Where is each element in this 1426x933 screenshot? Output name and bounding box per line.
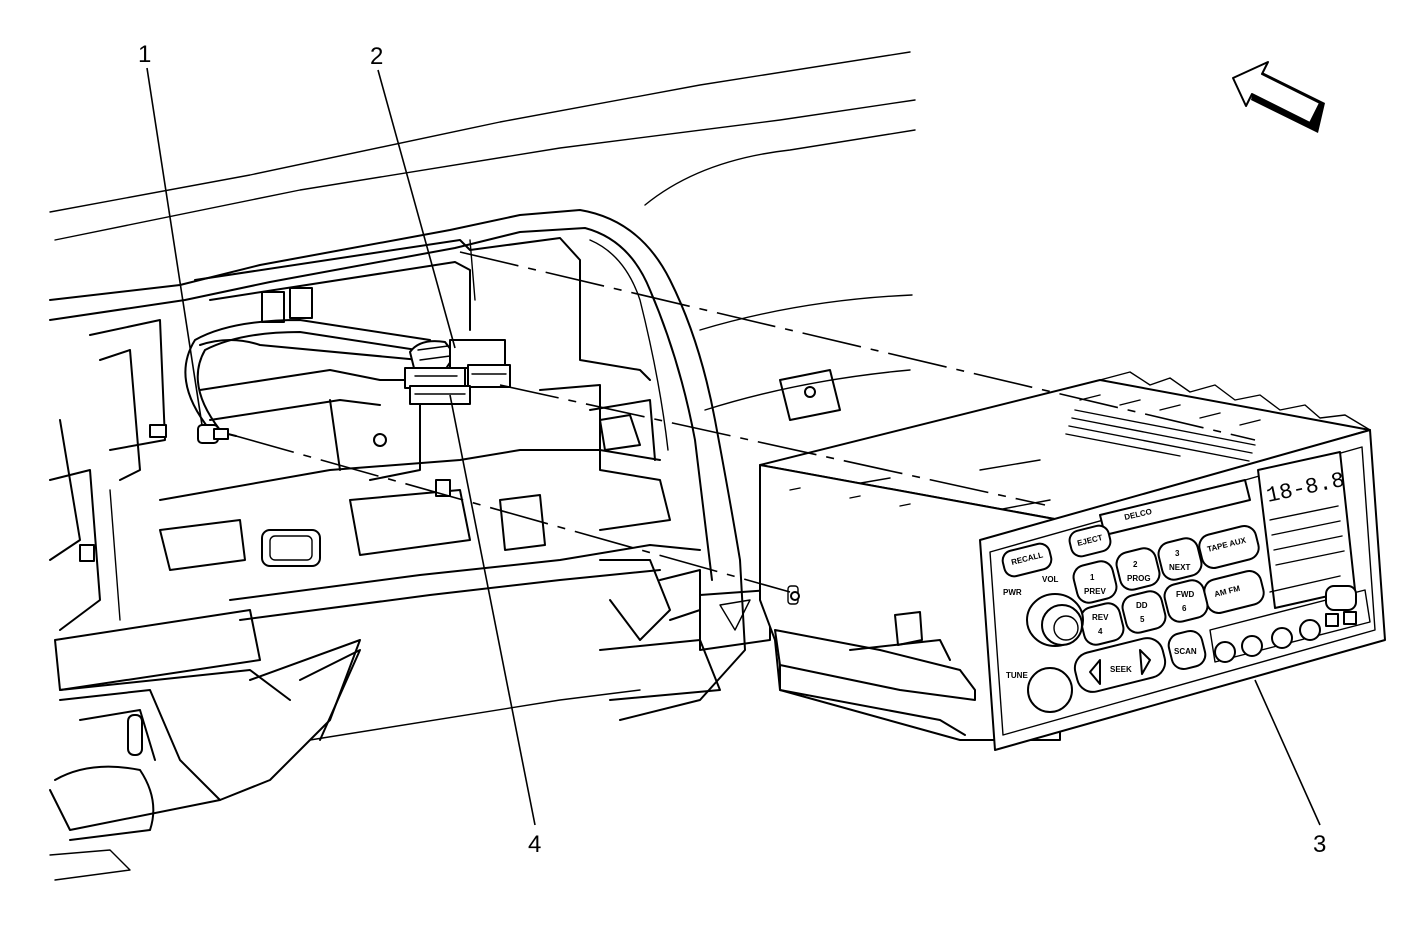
svg-text:PWR: PWR xyxy=(1003,588,1022,597)
preset-button-2[interactable]: 2 PROG xyxy=(1114,546,1162,593)
svg-text:FWD: FWD xyxy=(1176,590,1194,599)
tune-knob[interactable]: TUNE xyxy=(1006,667,1073,713)
preset-button-5[interactable]: DD 5 xyxy=(1120,589,1168,636)
radio-unit: 18-8.8 DELCO RECALL EJECT TAPE AUX AM FM… xyxy=(759,371,1386,751)
svg-text:5: 5 xyxy=(1140,615,1145,624)
svg-text:PROG: PROG xyxy=(1127,574,1151,583)
svg-text:NEXT: NEXT xyxy=(1169,563,1190,572)
top-vent-grille xyxy=(1065,409,1256,462)
svg-text:DD: DD xyxy=(1136,601,1148,610)
recall-button[interactable]: RECALL xyxy=(1001,542,1054,579)
svg-text:2: 2 xyxy=(1133,560,1138,569)
svg-text:VOL: VOL xyxy=(1042,575,1059,584)
svg-text:4: 4 xyxy=(1098,627,1103,636)
svg-text:REV: REV xyxy=(1092,613,1109,622)
tone-control-knobs[interactable] xyxy=(1209,585,1371,663)
instrument-panel xyxy=(49,51,916,881)
preset-button-6[interactable]: FWD 6 xyxy=(1162,578,1210,625)
svg-text:3: 3 xyxy=(1175,549,1180,558)
svg-text:6: 6 xyxy=(1182,604,1187,613)
svg-text:TUNE: TUNE xyxy=(1006,671,1028,680)
callout-4: 4 xyxy=(528,831,541,858)
svg-text:1: 1 xyxy=(1090,573,1095,582)
callout-2: 2 xyxy=(370,43,383,70)
svg-text:SEEK: SEEK xyxy=(1110,665,1132,674)
svg-text:SCAN: SCAN xyxy=(1174,647,1197,656)
volume-knob[interactable]: PWR VOL xyxy=(1003,575,1084,647)
scan-button[interactable]: SCAN xyxy=(1166,628,1208,671)
eject-button[interactable]: EJECT xyxy=(1067,524,1112,559)
callout-3: 3 xyxy=(1313,831,1326,858)
callout-leaders xyxy=(146,67,1321,826)
callout-1: 1 xyxy=(138,41,151,68)
front-direction-arrow-icon xyxy=(1232,61,1325,133)
seek-button[interactable]: SEEK xyxy=(1071,635,1168,696)
preset-button-3[interactable]: 3 NEXT xyxy=(1156,536,1204,583)
tape-aux-button[interactable]: TAPE AUX xyxy=(1197,523,1262,570)
radio-electrical-connectors xyxy=(404,339,511,405)
wiring-harness xyxy=(184,319,431,431)
svg-text:PREV: PREV xyxy=(1084,587,1106,596)
antenna-cable-connector xyxy=(197,424,237,444)
alignment-lines xyxy=(235,251,1256,593)
preset-button-1[interactable]: 1 PREV xyxy=(1071,559,1119,606)
